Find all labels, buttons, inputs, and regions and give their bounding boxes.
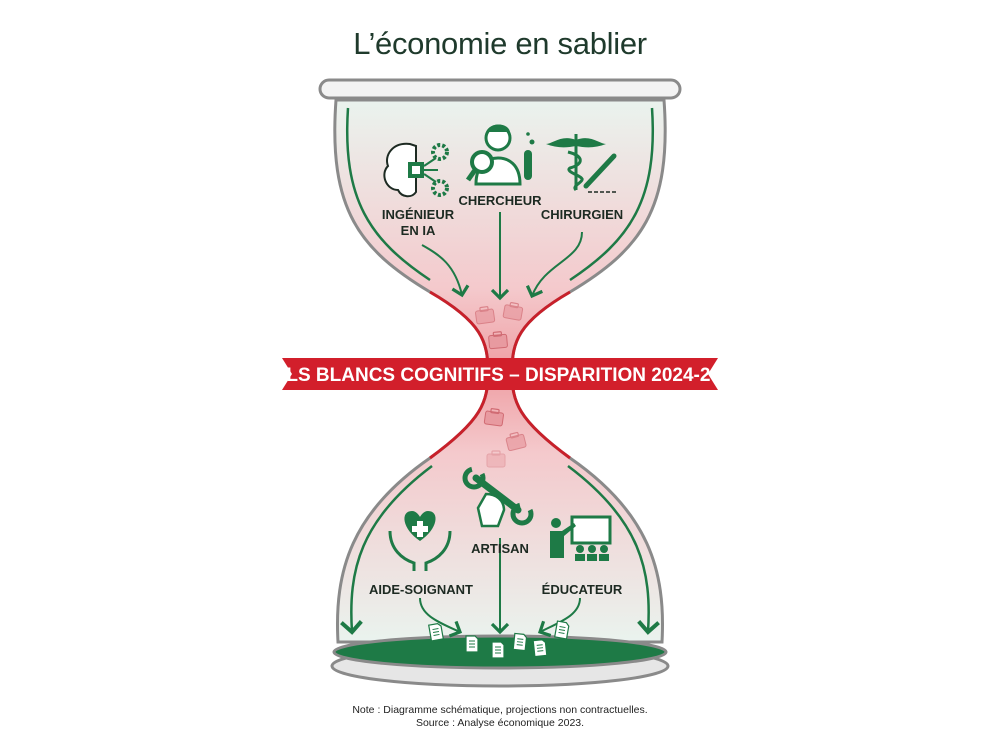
label-line: EN IA <box>401 223 436 238</box>
banner-ribbon: COLS BLANCS COGNITIFS – DISPARITION 2024… <box>258 358 742 390</box>
role-label-aide-soignant: AIDE-SOIGNANT <box>369 582 473 597</box>
caduceus-scalpel-icon <box>546 134 618 193</box>
teacher-board-icon <box>550 515 612 561</box>
hourglass-top-cap <box>318 78 682 100</box>
document-icon <box>491 641 505 659</box>
document-icon <box>428 622 444 642</box>
document-icon <box>465 635 479 653</box>
brain-circuit-icon <box>383 142 449 198</box>
footnote: Note : Diagramme schématique, projection… <box>0 704 1000 730</box>
banner-text: COLS BLANCS COGNITIFS – DISPARITION 2024… <box>258 365 742 386</box>
hands-heart-icon <box>388 511 452 571</box>
role-label-chercheur: CHERCHEUR <box>458 193 542 208</box>
document-icon <box>532 638 548 658</box>
document-icon <box>512 632 528 652</box>
source-text: Source : Analyse économique 2023. <box>415 717 585 729</box>
note-text: Note : Diagramme schématique, projection… <box>352 704 648 716</box>
page-title: L’économie en sablier <box>353 26 647 61</box>
label-line: INGÉNIEUR <box>382 207 455 222</box>
document-icon <box>554 620 570 640</box>
role-label-artisan: ARTISAN <box>471 541 529 556</box>
hand-wrench-icon <box>462 466 534 528</box>
role-label-chirurgien: CHIRURGIEN <box>541 207 623 222</box>
researcher-magnifier-icon <box>465 124 535 186</box>
role-label-educateur: ÉDUCATEUR <box>542 582 623 597</box>
